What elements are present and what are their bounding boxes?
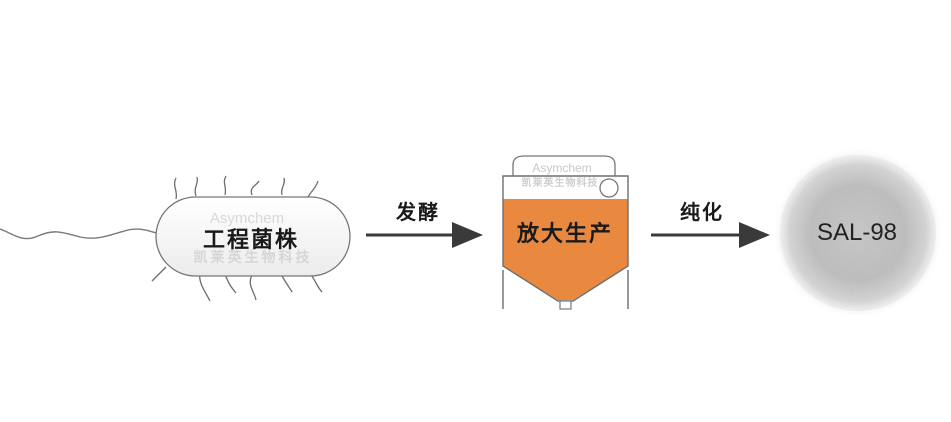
bacterium-watermark-cn: 凯莱英生物科技 — [194, 249, 313, 266]
flagellum — [0, 228, 167, 240]
product-label: SAL-98 — [817, 219, 897, 246]
fermenter: Asymchem 凯莱英生物科技 放大生产 — [502, 155, 629, 310]
fermenter-vessel — [502, 175, 629, 302]
arrow-ferment-label: 发酵 — [395, 200, 440, 224]
powder-grain — [780, 155, 936, 311]
fermenter-dome — [512, 155, 616, 176]
bacterium: Asymchem 凯莱英生物科技 工程菌株 — [0, 175, 351, 302]
fermenter-watermark-en: Asymchem — [532, 161, 591, 175]
arrow-purify-label: 纯化 — [680, 200, 724, 224]
bacterium-label: 工程菌株 — [203, 227, 299, 253]
fermenter-outlet — [559, 300, 572, 310]
bacterium-watermark-en: Asymchem — [210, 210, 284, 227]
arrow-ferment: 发酵 — [366, 200, 483, 248]
fermenter-port — [599, 178, 619, 198]
pili-top — [173, 175, 319, 200]
fermenter-label: 放大生产 — [516, 221, 613, 247]
product-powder: SAL-98 — [772, 147, 944, 319]
fermenter-watermark-cn: 凯莱英生物科技 — [522, 176, 599, 189]
bacterium-body — [155, 196, 351, 277]
arrow-purify: 纯化 — [651, 200, 770, 248]
fermenter-liquid — [503, 199, 628, 300]
